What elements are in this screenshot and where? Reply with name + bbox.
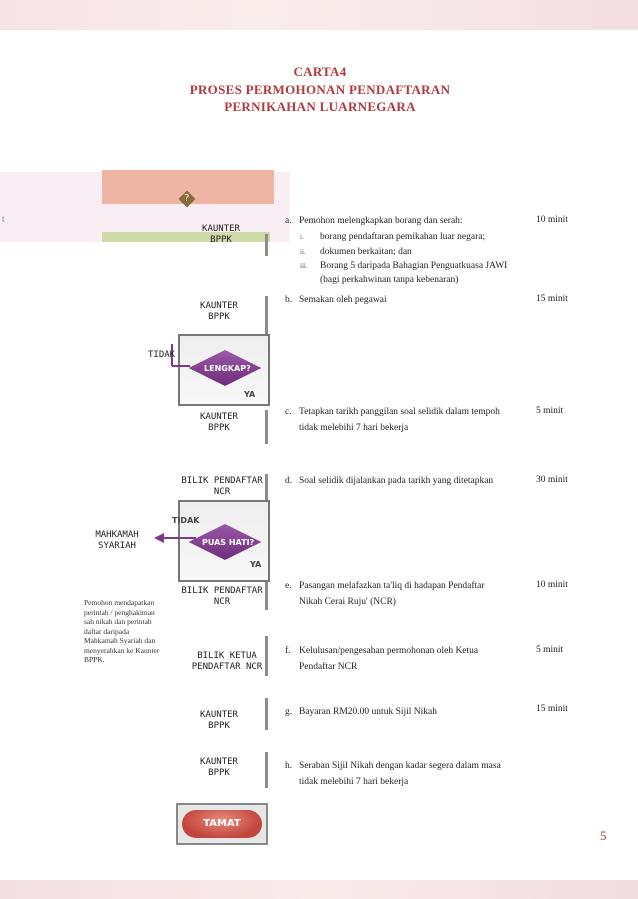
- step-a-time: 10 minit: [536, 215, 568, 225]
- step-a-item-4: (bagi perkahwinan tanpa kebenaran): [320, 275, 459, 285]
- step-e: e.Pasangan melafazkan ta'liq di hadapan …: [285, 581, 485, 607]
- arrow-to-mahkamah: [154, 533, 196, 543]
- decision-lengkap-yes: YA: [244, 390, 256, 399]
- end-node: TAMAT: [176, 803, 268, 845]
- step-d-time: 30 minit: [536, 475, 568, 485]
- step-a-label: a.: [285, 216, 292, 226]
- decision-puas-hati-label: PUAS HATI?: [202, 538, 255, 547]
- decision-puas-hati-no: TIDAK: [172, 516, 200, 525]
- bottom-decorative-band: [0, 880, 638, 899]
- step-c: c.Tetapkan tarikh panggilan soal selidik…: [285, 407, 500, 433]
- connector-b: [265, 296, 268, 334]
- location-g: KAUNTER BPPK: [200, 710, 238, 731]
- connector-d: [265, 474, 268, 500]
- connector-g: [265, 698, 268, 730]
- step-a-item-3: iii.Borang 5 daripada Bahagian Penguatku…: [300, 261, 508, 271]
- chart-subtitle-2: PERNIKAHAN LUARNEGARA: [224, 99, 416, 114]
- step-a: a. Pemohon melengkapkan borang dan serah:: [285, 213, 517, 229]
- chart-subtitle-1: PROSES PERMOHONAN PENDAFTARAN: [189, 82, 451, 97]
- step-a-text: Pemohon melengkapkan borang dan serah:: [299, 216, 463, 226]
- connector-h: [265, 752, 268, 788]
- decision-lengkap: LENGKAP? YA: [178, 334, 270, 406]
- step-a-item-1: i.borang pendaftaran pemikahan luar nega…: [300, 232, 486, 242]
- location-b: KAUNTER BPPK: [200, 301, 238, 322]
- step-f-time: 5 minit: [536, 645, 564, 655]
- step-b-time: 15 minit: [536, 294, 568, 304]
- step-g: g.Bayaran RM20.00 untuk Sijil Nikah: [285, 707, 438, 717]
- location-f: BILIK KETUA PENDAFTAR NCR: [191, 651, 263, 672]
- top-decorative-band: [0, 0, 638, 30]
- chart-title: CARTA4: [293, 64, 347, 79]
- label-tidak-lengkap: TIDAK: [148, 350, 176, 360]
- mahkamah-note: Pemohon mendapatkan perintah / penghakim…: [84, 598, 160, 664]
- connector-f: [265, 636, 268, 676]
- arrow-back-lengkap: [171, 344, 190, 367]
- step-a-item-2: ii.dokumen berkaitan; dan: [300, 247, 412, 257]
- step-h: h.Seraban Sijil Nikah dengan kadar seger…: [285, 761, 501, 787]
- end-node-label: TAMAT: [182, 810, 262, 838]
- step-g-time: 15 minit: [536, 704, 568, 714]
- header-accent-bar: [102, 232, 270, 242]
- location-d: BILIK PENDAFTAR NCR: [181, 476, 263, 497]
- decision-puas-hati: TIDAK PUAS HATI? YA: [172, 500, 270, 582]
- label-mahkamah-syariah: MAHKAMAH SYARIAH: [95, 530, 139, 551]
- connector-e: [265, 582, 268, 610]
- decision-lengkap-label: LENGKAP?: [204, 364, 251, 373]
- location-c: KAUNTER BPPK: [200, 412, 238, 433]
- step-f: f.Kelulusan/pengesahan permohonan oleh K…: [285, 646, 479, 672]
- step-c-time: 5 minit: [536, 406, 564, 416]
- connector-c: [265, 410, 268, 444]
- location-e: BILIK PENDAFTAR NCR: [181, 586, 263, 607]
- step-e-time: 10 minit: [536, 580, 568, 590]
- location-a: KAUNTER BPPK: [202, 224, 240, 245]
- page-number: 5: [600, 828, 607, 843]
- step-d: d.Soal selidik dijalankan pada tarikh ya…: [285, 476, 494, 486]
- connector-a: [265, 234, 268, 256]
- location-h: KAUNTER BPPK: [200, 757, 238, 778]
- decision-puas-hati-yes: YA: [250, 560, 262, 569]
- edge-mark: t: [2, 214, 5, 224]
- step-b: b.Semakan oleh pegawai: [285, 295, 387, 305]
